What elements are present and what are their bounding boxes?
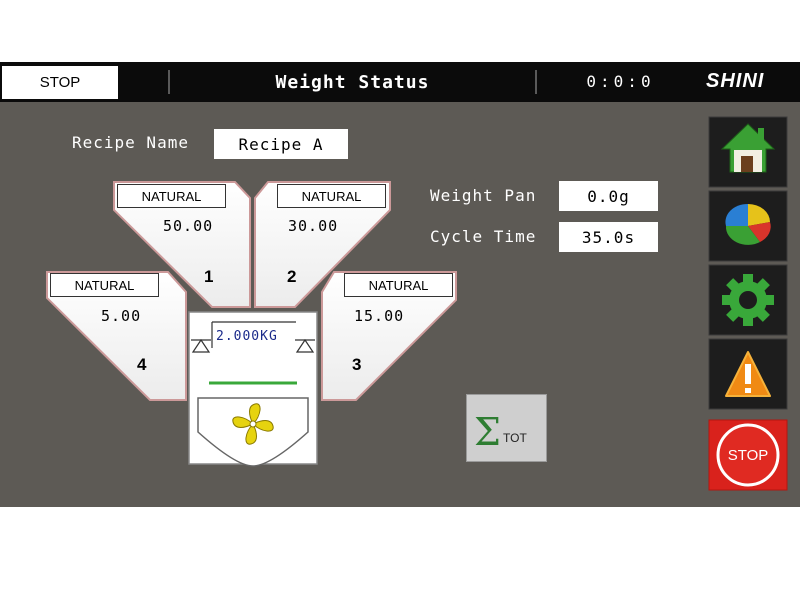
cycle-time-value: 35.0s: [559, 222, 658, 252]
recipe-name-label: Recipe Name: [72, 133, 189, 152]
home-icon: [708, 116, 788, 188]
recipe-name-field[interactable]: Recipe A: [214, 129, 348, 159]
warning-icon: [708, 338, 788, 410]
home-button[interactable]: [709, 117, 787, 187]
hopper-2: [254, 181, 391, 308]
total-button-label: TOT: [503, 431, 527, 445]
header-divider: [168, 70, 170, 94]
scale-reading: 2.000KG: [216, 329, 278, 344]
hopper-1-value[interactable]: 50.00: [163, 217, 214, 235]
clock: 0:0:0: [586, 72, 655, 91]
hopper-2-material: NATURAL: [277, 184, 386, 208]
stop-button-label: STOP: [727, 446, 769, 464]
alarm-button[interactable]: [709, 339, 787, 409]
statistics-button[interactable]: [709, 191, 787, 261]
pie-chart-icon: [708, 190, 788, 262]
hopper-3-material: NATURAL: [344, 273, 453, 297]
hopper-1: [113, 181, 251, 308]
hopper-1-material: NATURAL: [117, 184, 226, 208]
header-divider: [535, 70, 537, 94]
hopper-2-value[interactable]: 30.00: [288, 217, 339, 235]
hopper-4-number: 4: [137, 355, 147, 374]
hopper-3: [321, 271, 457, 401]
hopper-4-material: NATURAL: [50, 273, 159, 297]
hopper-3-value[interactable]: 15.00: [354, 307, 405, 325]
total-button[interactable]: TOT: [466, 394, 547, 462]
hopper-3-number: 3: [352, 355, 362, 374]
stop-icon: [708, 419, 788, 491]
weight-pan-label: Weight Pan: [430, 186, 537, 205]
top-bar: [0, 62, 800, 102]
weigh-bin: [188, 311, 318, 467]
machine-status: STOP: [2, 66, 118, 99]
stop-button[interactable]: STOP: [709, 420, 787, 490]
weight-pan-value: 0.0g: [559, 181, 658, 211]
hopper-4-value[interactable]: 5.00: [101, 307, 142, 325]
hopper-2-number: 2: [287, 267, 297, 286]
cycle-time-label: Cycle Time: [430, 227, 537, 246]
mixer-fan-icon: [232, 403, 274, 445]
gear-icon: [708, 264, 788, 336]
settings-button[interactable]: [709, 265, 787, 335]
brand-logo: SHINI: [706, 70, 765, 92]
page-title: Weight Status: [275, 72, 430, 93]
hopper-4: [46, 271, 187, 401]
hopper-1-number: 1: [204, 267, 214, 286]
